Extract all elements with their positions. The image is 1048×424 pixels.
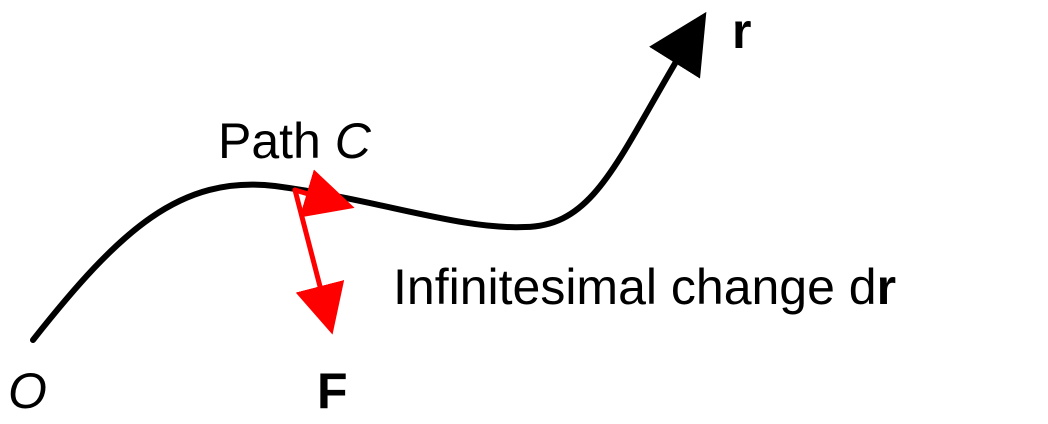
- change-label-prefix: Infinitesimal change d: [393, 259, 877, 315]
- infinitesimal-change-label: Infinitesimal change dr: [393, 262, 896, 312]
- displacement-vector-dr: [292, 169, 355, 218]
- path-label-name: C: [334, 113, 371, 169]
- path-label-prefix: Path: [218, 113, 335, 169]
- force-vector-f: [292, 187, 345, 335]
- endpoint-r-label: r: [732, 3, 752, 59]
- origin-label: O: [8, 363, 47, 419]
- path-c-curve: [30, 11, 707, 343]
- path-c-label: Path C: [218, 116, 371, 166]
- change-label-symbol: r: [876, 259, 897, 315]
- force-f-label: F: [317, 363, 348, 419]
